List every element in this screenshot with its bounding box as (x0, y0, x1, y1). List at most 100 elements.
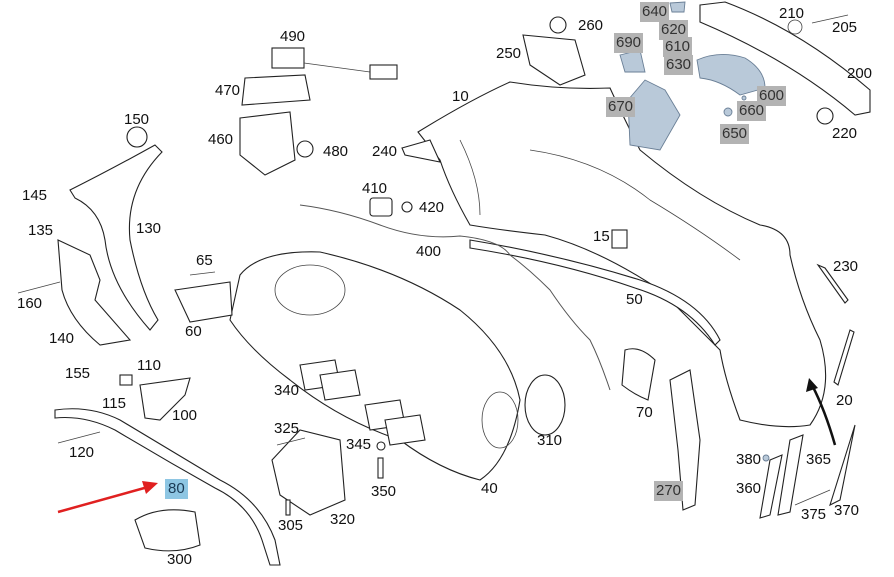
label-630[interactable]: 630 (664, 55, 694, 75)
label-360[interactable]: 360 (736, 480, 762, 497)
part-660-clip[interactable] (741, 95, 747, 101)
label-660[interactable]: 660 (737, 101, 767, 121)
label-480[interactable]: 480 (323, 143, 349, 160)
label-200[interactable]: 200 (847, 65, 873, 82)
part-420-ring[interactable] (401, 201, 413, 213)
part-380-nut[interactable] (762, 454, 770, 462)
part-480-grommet[interactable] (296, 140, 314, 158)
part-310-ring[interactable] (524, 374, 566, 436)
part-70-frame[interactable] (621, 348, 656, 401)
label-350[interactable]: 350 (371, 483, 397, 500)
label-15[interactable]: 15 (593, 228, 610, 245)
label-310[interactable]: 310 (537, 432, 563, 449)
part-460-housing[interactable] (239, 111, 296, 176)
part-60-side-trim[interactable] (174, 281, 233, 323)
label-410[interactable]: 410 (362, 180, 388, 197)
label-400[interactable]: 400 (416, 243, 442, 260)
part-205-bolt[interactable] (811, 14, 849, 24)
part-325-rivet[interactable] (276, 437, 306, 446)
part-100-bracket[interactable] (139, 377, 191, 421)
label-420[interactable]: 420 (419, 199, 445, 216)
label-40[interactable]: 40 (481, 480, 498, 497)
part-260-grommet[interactable] (549, 16, 567, 34)
part-270-bracket[interactable] (669, 369, 701, 511)
label-80-selected[interactable]: 80 (165, 479, 188, 499)
label-65[interactable]: 65 (196, 252, 213, 269)
part-410-sensor[interactable] (369, 197, 393, 217)
label-150[interactable]: 150 (124, 111, 150, 128)
label-10[interactable]: 10 (452, 88, 469, 105)
part-320-bracket[interactable] (271, 429, 346, 516)
label-70[interactable]: 70 (636, 404, 653, 421)
part-150-grommet[interactable] (126, 126, 148, 148)
label-220[interactable]: 220 (832, 125, 858, 142)
label-375[interactable]: 375 (801, 506, 827, 523)
label-365[interactable]: 365 (806, 451, 832, 468)
part-690-bracket[interactable] (619, 49, 646, 73)
label-230[interactable]: 230 (833, 258, 859, 275)
label-610[interactable]: 610 (663, 37, 693, 57)
part-230-reflector[interactable] (816, 263, 849, 304)
part-250-bracket[interactable] (522, 34, 586, 86)
part-160-rivet[interactable] (17, 281, 61, 294)
part-340-vanes[interactable] (299, 359, 426, 446)
label-210[interactable]: 210 (779, 5, 805, 22)
label-320[interactable]: 320 (330, 511, 356, 528)
label-490[interactable]: 490 (280, 28, 306, 45)
label-650[interactable]: 650 (720, 124, 750, 144)
label-100[interactable]: 100 (172, 407, 198, 424)
part-210-disc[interactable] (787, 19, 803, 35)
part-600-bracket[interactable] (696, 54, 766, 96)
label-460[interactable]: 460 (208, 131, 234, 148)
part-350-pin[interactable] (377, 457, 384, 479)
label-340[interactable]: 340 (274, 382, 300, 399)
label-110[interactable]: 110 (137, 357, 161, 374)
part-50-trim-strip[interactable] (469, 239, 721, 346)
part-40-diffuser[interactable] (229, 251, 521, 481)
label-60[interactable]: 60 (185, 323, 202, 340)
part-15-clip[interactable] (611, 229, 628, 249)
part-240-trim[interactable] (401, 139, 441, 163)
label-305[interactable]: 305 (278, 517, 304, 534)
part-345-nut[interactable] (376, 441, 386, 451)
label-20[interactable]: 20 (836, 392, 853, 409)
label-690[interactable]: 690 (614, 33, 644, 53)
part-370-trim[interactable] (829, 424, 856, 507)
part-80-rear-beam[interactable] (54, 408, 281, 566)
part-65-clip[interactable] (189, 271, 216, 276)
label-205[interactable]: 205 (832, 19, 858, 36)
label-325[interactable]: 325 (274, 420, 300, 437)
label-470[interactable]: 470 (215, 82, 241, 99)
label-120[interactable]: 120 (69, 444, 95, 461)
label-380[interactable]: 380 (736, 451, 762, 468)
label-370[interactable]: 370 (834, 502, 860, 519)
label-250[interactable]: 250 (496, 45, 522, 62)
label-140[interactable]: 140 (49, 330, 75, 347)
label-130[interactable]: 130 (136, 220, 162, 237)
part-110-nut[interactable] (119, 374, 133, 386)
label-640[interactable]: 640 (640, 2, 670, 22)
label-145[interactable]: 145 (22, 187, 48, 204)
label-50[interactable]: 50 (626, 291, 643, 308)
part-200-absorber[interactable] (699, 1, 871, 116)
part-375-screw[interactable] (794, 489, 831, 506)
part-10-bumper-cover[interactable] (417, 81, 827, 428)
part-360-reflector[interactable] (759, 454, 783, 519)
label-240[interactable]: 240 (372, 143, 398, 160)
part-650-clip[interactable] (723, 107, 733, 117)
part-670-bracket[interactable] (627, 79, 681, 151)
part-365-reflector[interactable] (777, 434, 804, 516)
part-120-rivet[interactable] (57, 431, 101, 444)
part-220-nut[interactable] (816, 107, 834, 125)
part-300-sleeve[interactable] (134, 509, 201, 552)
part-305-screw[interactable] (285, 499, 291, 516)
label-160[interactable]: 160 (17, 295, 43, 312)
label-135[interactable]: 135 (28, 222, 54, 239)
part-470-cover[interactable] (241, 74, 311, 106)
label-115[interactable]: 115 (102, 395, 126, 412)
part-20-trim[interactable] (833, 329, 855, 386)
label-670[interactable]: 670 (606, 97, 636, 117)
label-620[interactable]: 620 (659, 20, 689, 40)
part-400-harness[interactable] (299, 204, 611, 391)
label-260[interactable]: 260 (578, 17, 604, 34)
